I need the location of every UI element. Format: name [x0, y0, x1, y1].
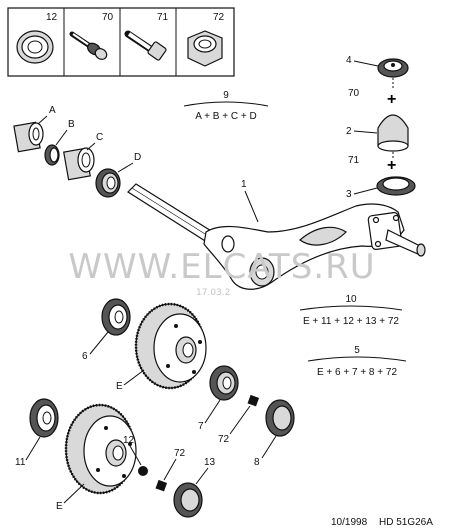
kit-number: 5 — [354, 345, 360, 356]
seal-b — [44, 144, 60, 166]
screw-icon — [69, 31, 108, 60]
bearing-7 — [209, 365, 239, 401]
kit-number: 10 — [345, 294, 357, 305]
header-part-number: 72 — [213, 12, 225, 23]
kit-10-formula: 10 E + 11 + 12 + 13 + 72 — [299, 294, 403, 327]
callout-label: 4 — [346, 55, 352, 66]
kit-9-formula: 9 A + B + C + D — [183, 90, 269, 122]
hub-drum-upper — [134, 302, 207, 390]
bearing-d — [95, 168, 121, 198]
callout-label: 72 — [174, 448, 186, 459]
header-part-number: 71 — [157, 12, 169, 23]
cap-8 — [265, 399, 295, 437]
watermark-date: 17.03.2 — [196, 288, 230, 298]
callout-label: 70 — [348, 88, 360, 99]
callout-label: 1 — [241, 179, 247, 190]
callout-label: 7 — [198, 421, 204, 432]
axle-arm — [127, 183, 426, 290]
kit-formula: A + B + C + D — [195, 111, 256, 122]
callout-label: E — [116, 381, 123, 392]
plus-icon: + — [387, 91, 396, 108]
callout-label: A — [49, 105, 56, 116]
washer-12 — [138, 466, 148, 476]
header-parts-strip: 12 70 71 72 — [7, 7, 235, 77]
callout-label: 11 — [15, 457, 26, 468]
header-part-number: 70 — [102, 12, 114, 23]
callout-label: 3 — [346, 189, 352, 200]
callout-label: 8 — [254, 457, 260, 468]
callout-label: 12 — [123, 435, 135, 446]
hub-drum-lower — [64, 403, 137, 495]
rubber-mount — [377, 58, 409, 78]
nut-72 — [155, 479, 168, 492]
watermark-text: WWW.ELCATS.RU — [68, 247, 375, 287]
nut-72 — [247, 394, 260, 407]
callout-label: 6 — [82, 351, 88, 362]
callout-label: C — [96, 132, 103, 143]
callout-label: 71 — [348, 155, 360, 166]
footer-date: 10/1998 — [331, 517, 368, 528]
callout-label: E — [56, 501, 63, 512]
bearing-a — [13, 121, 44, 153]
kit-5-formula: 5 E + 6 + 7 + 8 + 72 — [307, 345, 407, 378]
bearing-c — [63, 147, 95, 181]
bump-stop — [377, 114, 409, 152]
callout-label: D — [134, 152, 141, 163]
bolt-icon — [124, 30, 167, 61]
plus-icon: + — [387, 157, 396, 174]
seal-11 — [29, 398, 59, 438]
cap-13 — [173, 482, 203, 518]
callout-label: 72 — [218, 434, 230, 445]
kit-formula: E + 11 + 12 + 13 + 72 — [303, 316, 399, 327]
callout-label: 13 — [204, 457, 216, 468]
seal-6 — [101, 298, 131, 336]
callout-label: B — [68, 119, 75, 130]
kit-number: 9 — [223, 90, 229, 101]
callout-label: 2 — [346, 126, 352, 137]
bump-stop-cup — [376, 176, 416, 196]
kit-formula: E + 6 + 7 + 8 + 72 — [317, 367, 398, 378]
header-part-number: 12 — [46, 12, 58, 23]
nut-icon — [187, 30, 223, 67]
footer-reference: HD 51G26A — [379, 517, 433, 528]
washer-icon — [16, 30, 54, 64]
